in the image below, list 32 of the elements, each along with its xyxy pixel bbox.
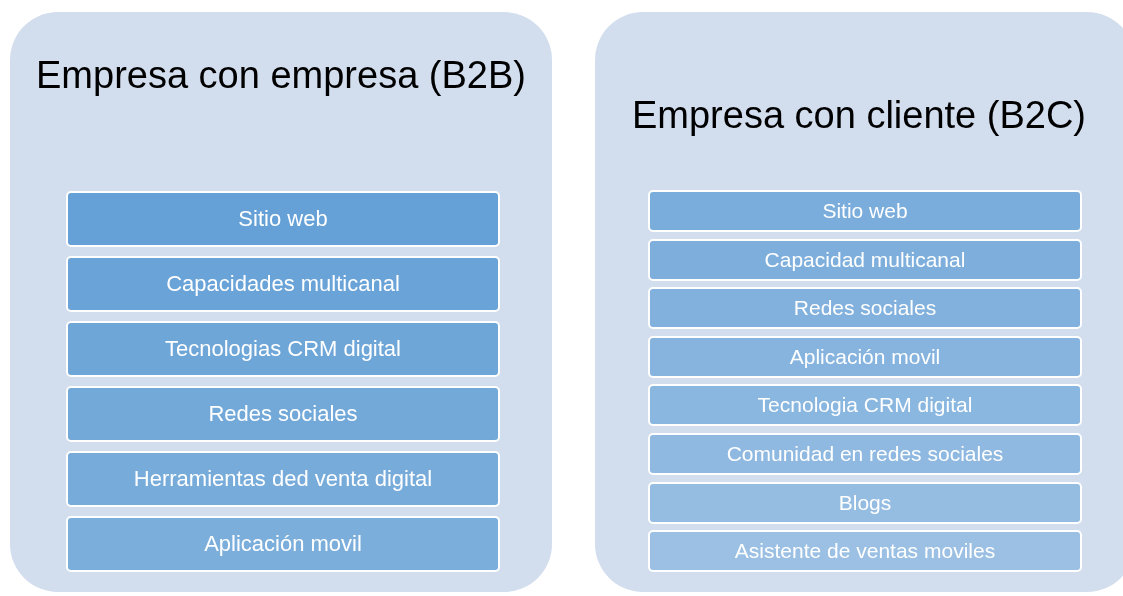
item-label: Capacidad multicanal bbox=[764, 247, 966, 272]
list-item-box bbox=[66, 191, 500, 247]
list-item-box bbox=[648, 287, 1082, 330]
group-panel bbox=[595, 12, 1123, 592]
item-label: Tecnologias CRM digital bbox=[165, 336, 401, 362]
list-item-box bbox=[648, 335, 1082, 378]
panel-title: Empresa con empresa (B2B) bbox=[35, 53, 527, 98]
item-label: Redes sociales bbox=[793, 296, 937, 321]
list-item-box bbox=[66, 321, 500, 377]
item-label: Sitio web bbox=[822, 199, 908, 223]
item-label: Herramientas ded venta digital bbox=[133, 466, 433, 492]
item-label: Sitio web bbox=[238, 206, 328, 232]
list-item-box bbox=[648, 433, 1082, 475]
list-item-box bbox=[648, 190, 1082, 232]
item-label: Comunidad en redes sociales bbox=[726, 442, 1004, 466]
list-item-box bbox=[648, 481, 1082, 524]
item-label: Redes sociales bbox=[208, 401, 358, 427]
item-label: Asistente de ventas moviles bbox=[734, 539, 996, 564]
list-item-box bbox=[66, 451, 500, 507]
item-label: Tecnologia CRM digital bbox=[757, 393, 973, 418]
group-panel bbox=[10, 12, 552, 592]
item-label: Blogs bbox=[838, 490, 892, 515]
item-label: Capacidades multicanal bbox=[166, 271, 400, 297]
item-label: Aplicación movil bbox=[204, 531, 362, 557]
panel-title: Empresa con cliente (B2C) bbox=[630, 93, 1088, 138]
list-item-box bbox=[66, 256, 500, 312]
list-item-box bbox=[66, 386, 500, 442]
list-item-box bbox=[66, 516, 500, 572]
item-label: Aplicación movil bbox=[789, 344, 941, 369]
list-item-box bbox=[648, 384, 1082, 427]
list-item-box bbox=[648, 238, 1082, 281]
list-item-box bbox=[648, 530, 1082, 573]
